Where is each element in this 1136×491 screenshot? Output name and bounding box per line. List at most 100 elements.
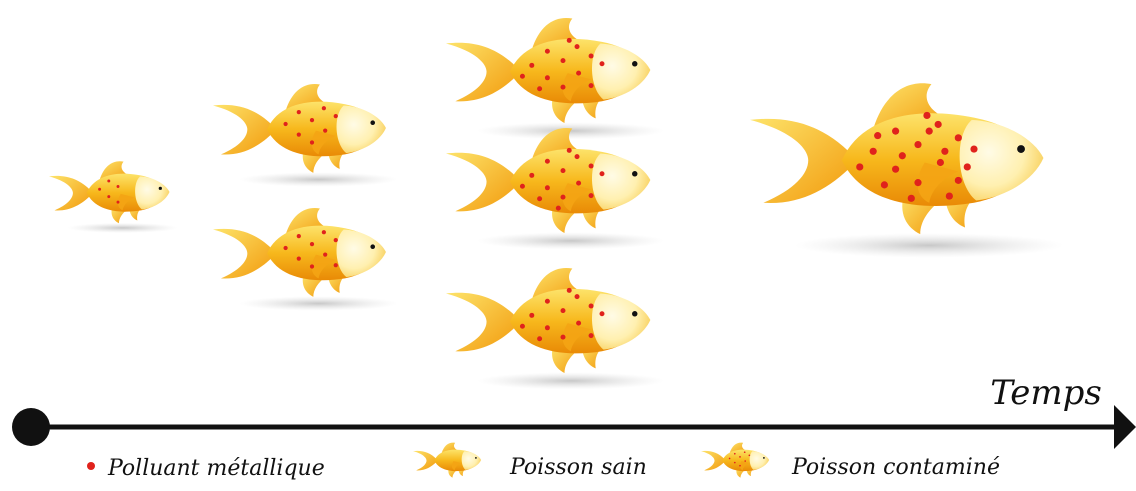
pollutant-dot xyxy=(117,201,120,204)
pollutant-dot xyxy=(589,163,594,168)
pollutant-dot xyxy=(322,230,326,234)
pollutant-dot xyxy=(856,163,863,170)
pollutant-dot xyxy=(600,61,605,66)
goldfish-icon xyxy=(413,443,481,478)
pollutant-dot xyxy=(739,465,741,467)
pollutant-dot xyxy=(520,184,525,189)
fish-shadow xyxy=(239,296,397,311)
pollutant-dot xyxy=(881,181,888,188)
fish-shadow xyxy=(67,223,177,233)
legend-healthy-label: Poisson sain xyxy=(509,455,647,480)
goldfish-icon xyxy=(446,18,650,123)
pollutant-dot xyxy=(520,74,525,79)
pollutant-dot xyxy=(744,451,746,453)
origin-filled-circle-icon xyxy=(12,408,50,446)
legend-contaminated-goldfish-icon xyxy=(701,443,769,478)
pollutant-dot xyxy=(600,171,605,176)
red-dot-icon xyxy=(87,462,95,470)
fish-shadow xyxy=(477,372,664,389)
pollutant-dot xyxy=(744,460,746,462)
pollutant-dot xyxy=(914,141,921,148)
pollutant-dot xyxy=(923,112,930,119)
pollutant-dot xyxy=(729,458,731,460)
pollutant-dot xyxy=(589,303,594,308)
pollutant-dot xyxy=(297,234,301,238)
pollutant-dot xyxy=(107,195,110,198)
pollutant-dot xyxy=(935,121,942,128)
goldfish-icon xyxy=(213,84,386,173)
pollutant-dot xyxy=(749,454,751,456)
pollutant-dot xyxy=(297,256,301,260)
legend-pollutant-label: Polluant métallique xyxy=(107,456,325,481)
pollutant-dot xyxy=(567,148,572,153)
pollutant-dot xyxy=(545,49,550,54)
legend-contaminated-label: Poisson contaminé xyxy=(791,455,1000,480)
pollutant-dot xyxy=(576,321,581,326)
pollutant-dot xyxy=(310,140,314,144)
legend-healthy-goldfish-icon xyxy=(413,443,481,478)
pollutant-dot xyxy=(283,122,287,126)
pollutant-dot xyxy=(908,195,915,202)
goldfish-icon xyxy=(750,83,1043,234)
pollutant-dot xyxy=(899,152,906,159)
legend-healthy-fish xyxy=(413,443,481,478)
fish-stage3-bottom xyxy=(446,268,664,389)
pollutant-dot xyxy=(98,188,101,191)
pollutant-dot xyxy=(297,110,301,114)
pollutant-dot xyxy=(545,185,550,190)
fish-stage2-bottom xyxy=(213,208,398,311)
fish-stage4 xyxy=(750,83,1064,257)
pollutant-dot xyxy=(537,336,542,341)
pollutant-dot xyxy=(870,148,877,155)
goldfish-icon xyxy=(49,161,170,223)
pollutant-dot xyxy=(914,179,921,186)
pollutant-dot xyxy=(575,294,580,299)
fish-shadow xyxy=(477,232,664,249)
pollutant-dot xyxy=(310,242,314,246)
fish-shadow xyxy=(477,122,664,139)
pollutant-dot xyxy=(561,85,566,90)
pollutant-dot xyxy=(323,129,327,133)
pollutant-dot xyxy=(576,181,581,186)
pollutant-dot xyxy=(310,118,314,122)
pollutant-dot xyxy=(545,325,550,330)
pollutant-dot xyxy=(970,145,977,152)
pollutant-dot xyxy=(941,148,948,155)
pollutant-dot xyxy=(589,333,594,338)
pollutant-dot xyxy=(575,154,580,159)
pollutant-dot xyxy=(561,308,566,313)
pollutant-dot xyxy=(892,166,899,173)
pollutant-dot xyxy=(537,86,542,91)
pollutant-dot xyxy=(589,193,594,198)
pollutant-dot xyxy=(529,313,534,318)
pollutant-dot xyxy=(892,128,899,135)
pollutant-dot xyxy=(589,53,594,58)
pollutant-dot xyxy=(561,168,566,173)
fish-stage1 xyxy=(49,161,178,233)
goldfish-icon xyxy=(446,268,650,373)
pollutant-dot xyxy=(600,311,605,316)
pollutant-dot xyxy=(323,253,327,257)
pollutant-dot xyxy=(107,179,110,182)
pollutant-dot xyxy=(334,263,338,267)
pollutant-dot xyxy=(117,185,120,188)
pollutant-dot xyxy=(734,453,736,455)
goldfish-icon xyxy=(213,208,386,297)
arrowhead-icon xyxy=(1114,405,1136,449)
pollutant-dot xyxy=(322,106,326,110)
fish-stage3-top xyxy=(446,18,664,139)
pollutant-dot xyxy=(567,38,572,43)
pollutant-dot xyxy=(589,83,594,88)
pollutant-dot xyxy=(567,288,572,293)
pollutant-dot xyxy=(545,159,550,164)
pollutant-dot xyxy=(561,58,566,63)
pollutant-dot xyxy=(283,246,287,250)
time-axis-label: Temps xyxy=(990,373,1102,413)
pollutant-dot xyxy=(575,44,580,49)
pollutant-dot xyxy=(955,177,962,184)
pollutant-dot xyxy=(946,192,953,199)
pollutant-dot xyxy=(561,195,566,200)
fish-shadow xyxy=(239,172,397,187)
pollutant-dot xyxy=(576,71,581,76)
